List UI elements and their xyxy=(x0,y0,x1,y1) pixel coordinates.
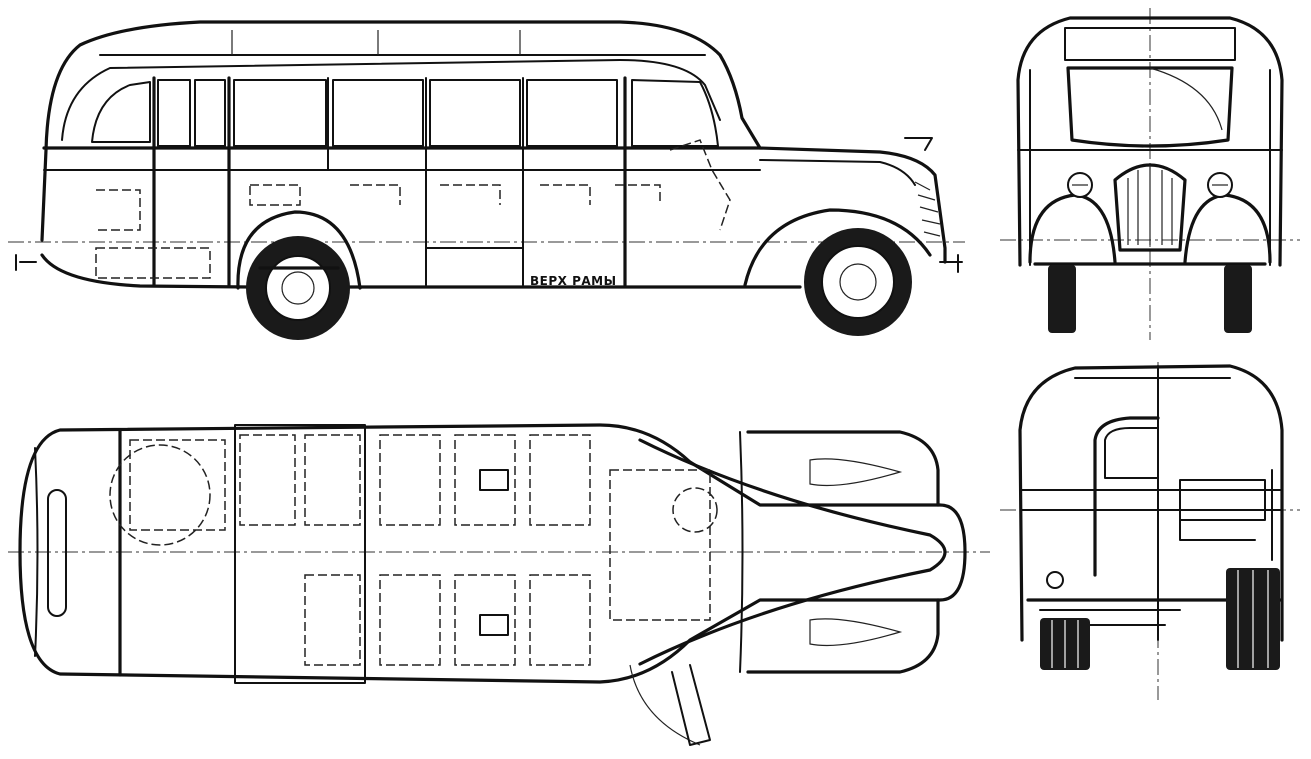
frame-top-label: ВЕРХ РАМЫ xyxy=(530,274,617,288)
side-view: ВЕРХ РАМЫ xyxy=(8,20,965,340)
top-view xyxy=(8,423,990,746)
rear-view xyxy=(1000,362,1300,700)
front-view xyxy=(1000,8,1300,340)
